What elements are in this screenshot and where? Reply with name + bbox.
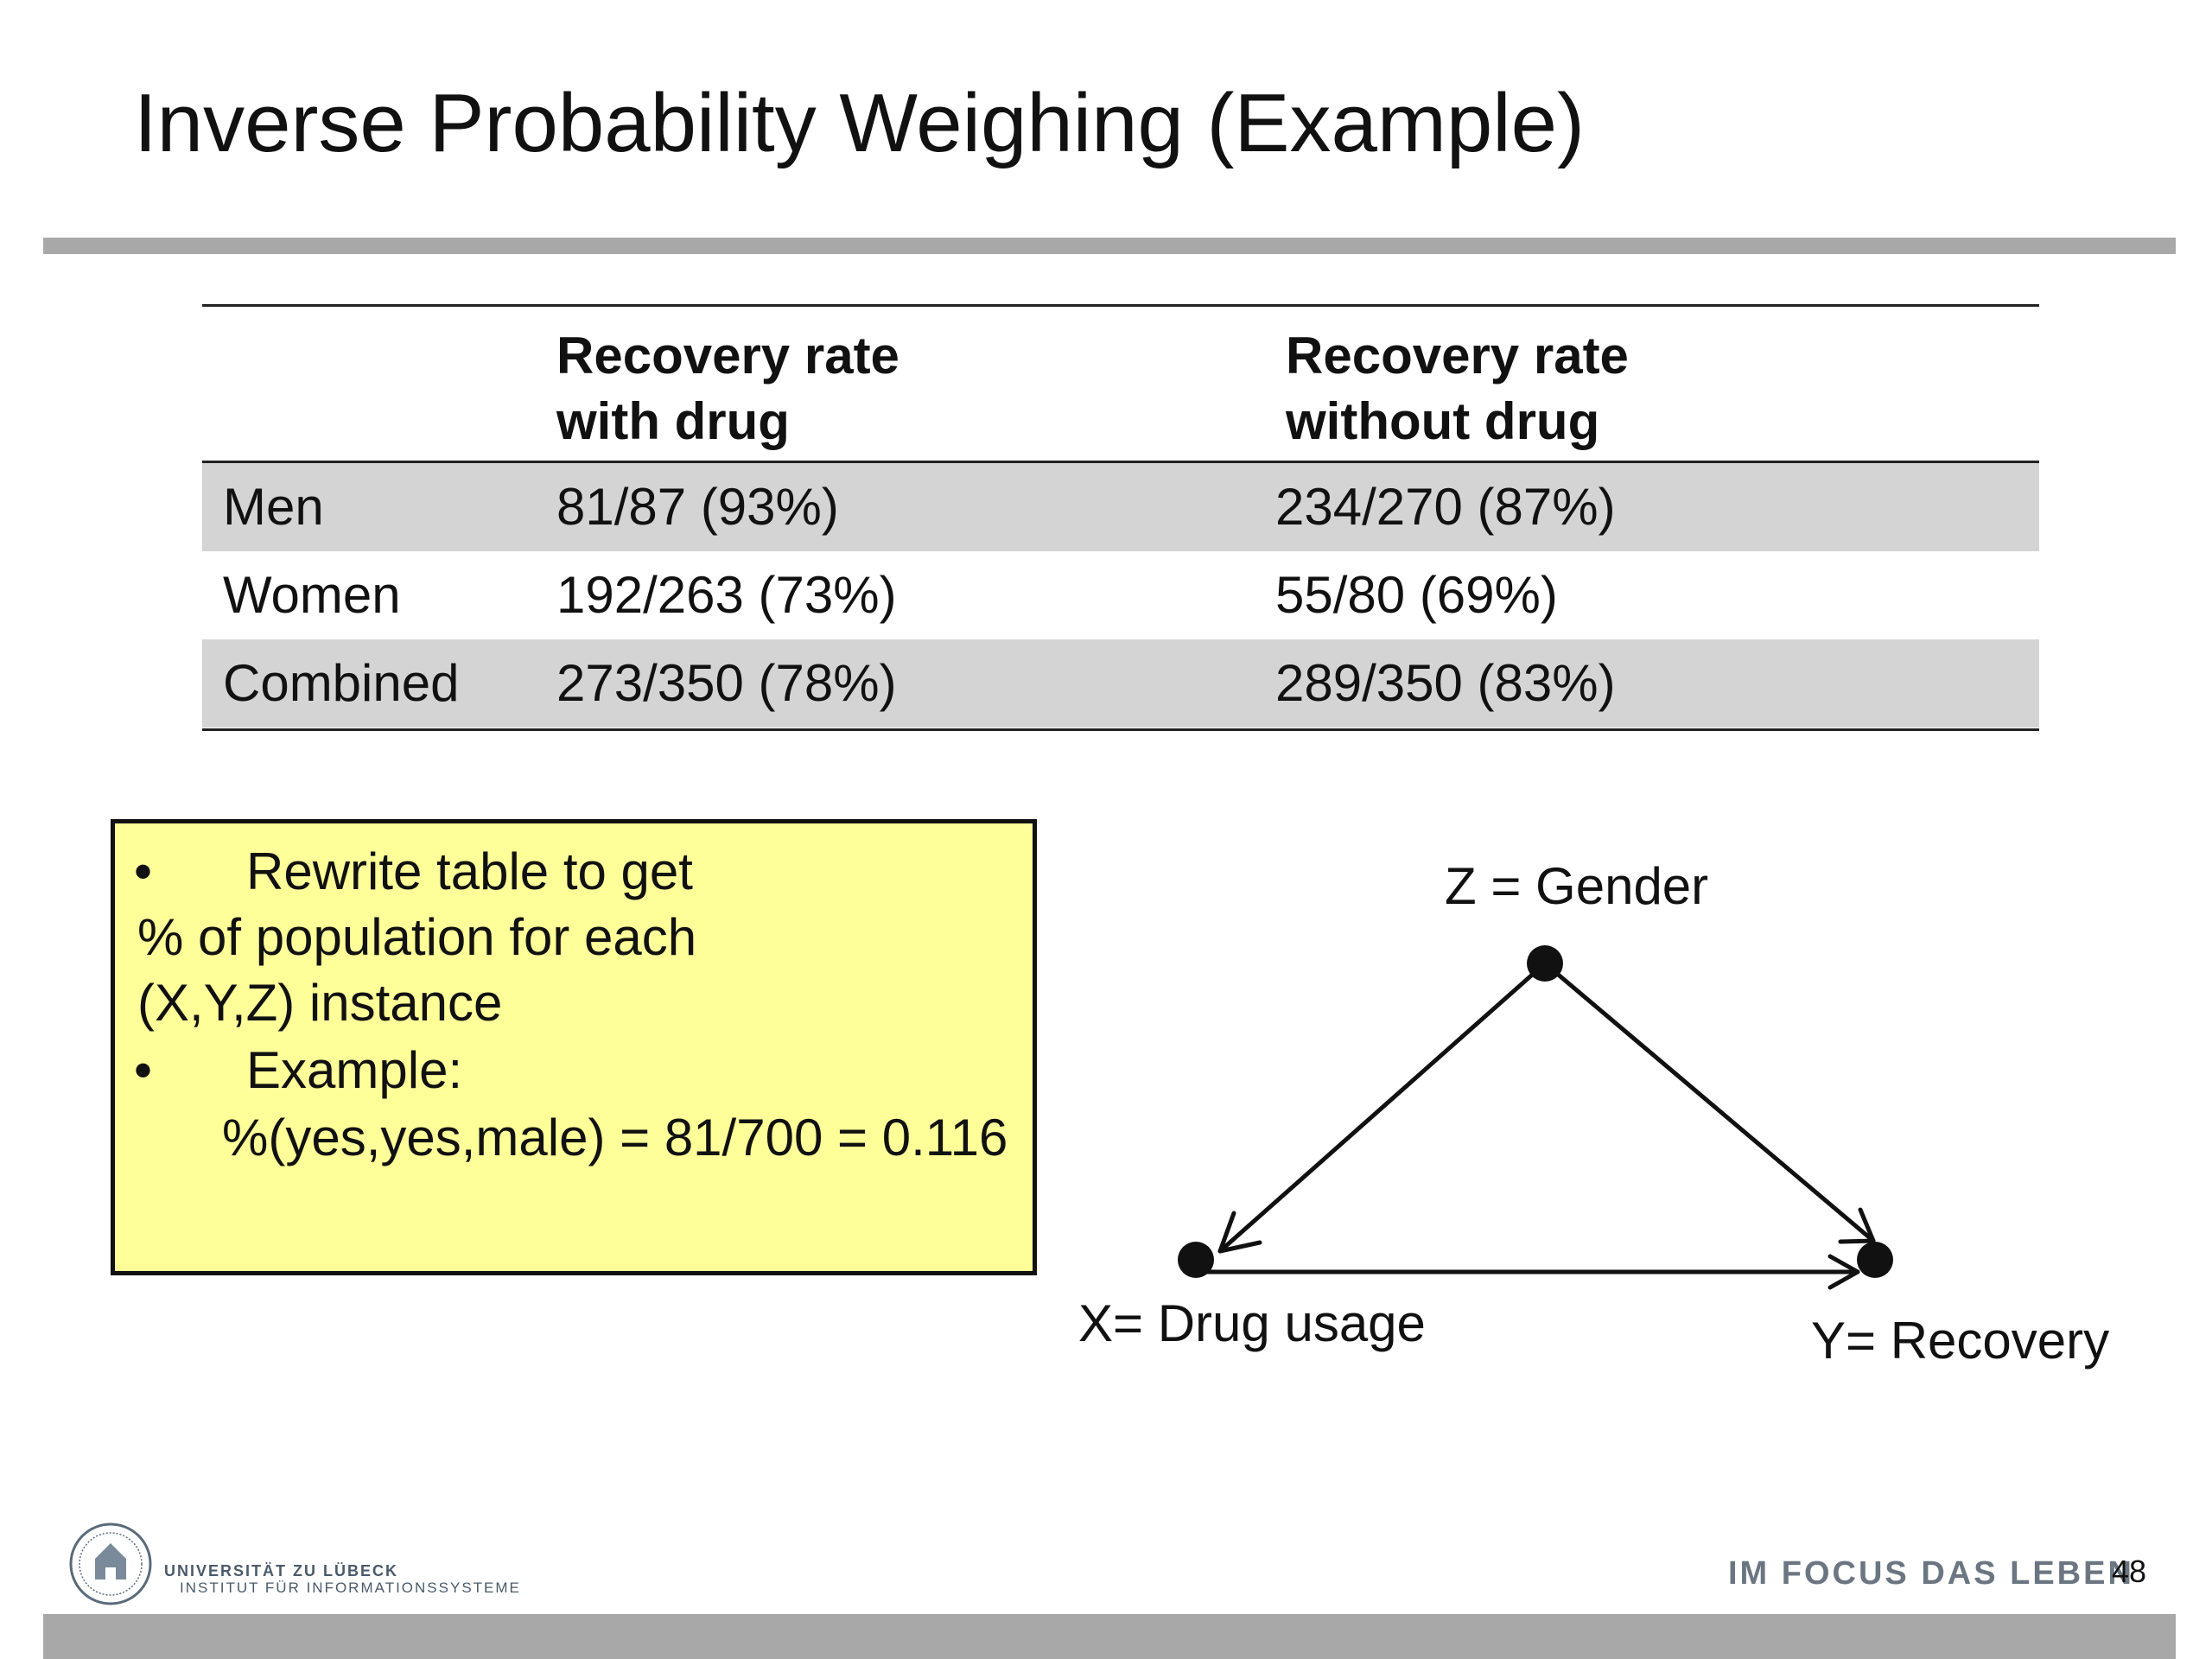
header-without-drug: Recovery rate without drug bbox=[1286, 323, 1629, 454]
row-label: Women bbox=[223, 566, 401, 624]
edge-z-to-y bbox=[1542, 961, 1876, 1243]
table-header-rule bbox=[202, 461, 2039, 463]
row-label: Combined bbox=[223, 654, 460, 712]
node-y bbox=[1857, 1242, 1893, 1278]
header-without-drug-line1: Recovery rate bbox=[1286, 327, 1629, 385]
bullet-marker: • bbox=[134, 1041, 153, 1099]
arrowhead-y-from-x bbox=[1827, 1254, 1860, 1290]
row-label: Men bbox=[223, 478, 324, 536]
node-x bbox=[1178, 1242, 1214, 1278]
without-drug-value: 55/80 (69%) bbox=[1275, 566, 1558, 624]
arrowhead-x bbox=[1217, 1211, 1262, 1254]
university-name: UNIVERSITÄT ZU LÜBECK bbox=[164, 1562, 398, 1580]
label-y-recovery: Y= Recovery bbox=[1811, 1312, 2110, 1370]
header-without-drug-line2: without drug bbox=[1286, 392, 1600, 450]
node-z bbox=[1527, 945, 1563, 982]
header-with-drug: Recovery rate with drug bbox=[556, 323, 899, 454]
label-x-drug-usage: X= Drug usage bbox=[1078, 1294, 1426, 1352]
with-drug-value: 273/350 (78%) bbox=[556, 654, 897, 712]
label-z-gender: Z = Gender bbox=[1445, 857, 1709, 915]
arrowhead-y-from-z bbox=[1838, 1207, 1876, 1244]
university-seal-logo bbox=[69, 1522, 152, 1605]
table-row-combined: Combined 273/350 (78%) 289/350 (83%) bbox=[202, 639, 2039, 728]
with-drug-value: 192/263 (73%) bbox=[556, 566, 897, 624]
note-bullet2-line2: %(yes,yes,male) = 81/700 = 0.116 bbox=[222, 1109, 1008, 1166]
note-box: • Rewrite table to get % of population f… bbox=[111, 819, 1037, 1275]
slide-title: Inverse Probability Weighing (Example) bbox=[134, 77, 1585, 169]
footer-motto: IM FOCUS DAS LEBEN bbox=[1728, 1555, 2134, 1592]
edge-z-to-x bbox=[1217, 961, 1548, 1254]
with-drug-value: 81/87 (93%) bbox=[556, 478, 839, 536]
without-drug-value: 234/270 (87%) bbox=[1275, 478, 1616, 536]
table-bottom-rule bbox=[202, 728, 2039, 731]
header-with-drug-line1: Recovery rate bbox=[556, 327, 899, 385]
table-row-women: Women 192/263 (73%) 55/80 (69%) bbox=[202, 551, 2039, 639]
note-bullet2-line1: Example: bbox=[246, 1041, 463, 1099]
bullet-marker: • bbox=[134, 842, 153, 900]
institute-name: INSTITUT FÜR INFORMATIONSSYSTEME bbox=[180, 1580, 521, 1596]
note-bullet1-line3: (X,Y,Z) instance bbox=[137, 974, 503, 1032]
note-bullet1-line1: Rewrite table to get bbox=[246, 842, 693, 900]
without-drug-value: 289/350 (83%) bbox=[1275, 654, 1616, 712]
footer-bar bbox=[43, 1614, 2176, 1659]
header-with-drug-line2: with drug bbox=[556, 392, 790, 450]
page-number: 48 bbox=[2112, 1554, 2147, 1589]
table-top-rule bbox=[202, 304, 2039, 307]
title-divider bbox=[43, 238, 2176, 254]
note-bullet1-line2: % of population for each bbox=[137, 908, 697, 966]
table-row-men: Men 81/87 (93%) 234/270 (87%) bbox=[202, 463, 2039, 551]
